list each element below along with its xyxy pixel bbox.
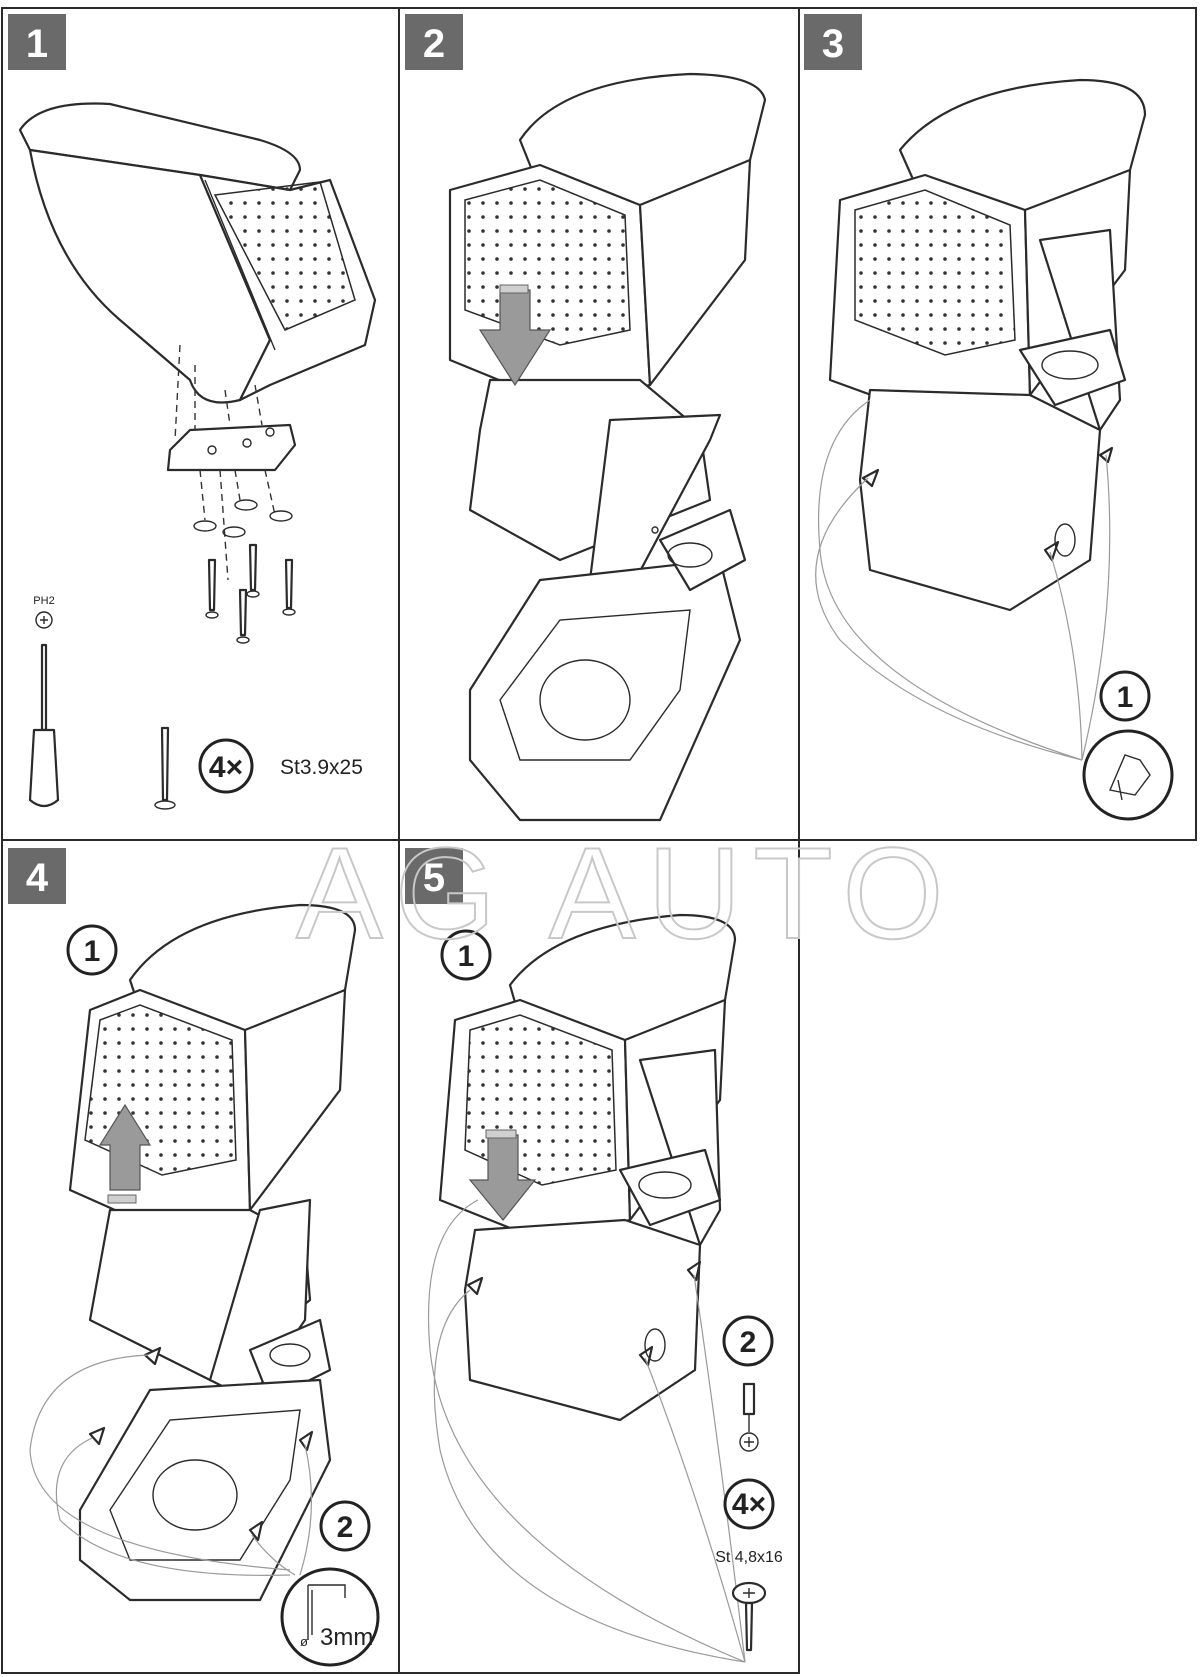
svg-text:2: 2 (423, 22, 445, 66)
svg-text:2: 2 (337, 1511, 354, 1544)
screw-spec-step-5: St 4,8x16 (715, 1549, 783, 1566)
screw-st4.8x16-illustration (731, 1581, 767, 1652)
hand-press-icon (1082, 729, 1174, 821)
step-badge-4: 4 (8, 848, 66, 904)
screw-st3.9x25-illustration (154, 726, 176, 810)
armrest-illustration-step-4 (29, 903, 357, 1602)
svg-text:1: 1 (26, 22, 48, 66)
screwdriver-icon-step-5 (739, 1382, 759, 1452)
svg-text:2: 2 (740, 1326, 757, 1359)
callout-1-step-3: 1 (1099, 670, 1151, 722)
svg-text:1: 1 (1117, 681, 1134, 714)
drill-hole-detail: ø 3mm (280, 1567, 380, 1667)
quantity-badge-step-5: 4× (723, 1478, 775, 1530)
drill-diameter-label: 3mm (320, 1624, 373, 1651)
step-badge-5: 5 (405, 848, 463, 904)
screwdriver-ph2-illustration: PH2 (28, 595, 60, 808)
armrest-illustration-step-1 (18, 102, 377, 644)
callout-1-step-4: 1 (66, 924, 118, 976)
panel-step-3 (798, 7, 1197, 841)
svg-text:4×: 4× (209, 751, 243, 784)
armrest-illustration-step-5 (427, 913, 746, 1663)
watermark-text: AG AUTO (296, 820, 956, 966)
callout-1-step-5: 1 (440, 929, 492, 981)
callout-2-step-4: 2 (319, 1500, 371, 1552)
svg-text:1: 1 (458, 940, 475, 973)
svg-text:4×: 4× (732, 1488, 766, 1521)
quantity-badge-step-1: 4× (198, 738, 254, 794)
panel-step-5 (398, 839, 800, 1674)
svg-text:1: 1 (84, 935, 101, 968)
svg-text:ø: ø (300, 1634, 308, 1649)
svg-text:5: 5 (423, 856, 445, 900)
step-badge-1: 1 (8, 14, 66, 70)
callout-2-step-5: 2 (722, 1315, 774, 1367)
svg-text:3: 3 (822, 22, 844, 66)
step-badge-2: 2 (405, 14, 463, 70)
screw-spec-step-1: St3.9x25 (280, 756, 363, 779)
armrest-illustration-step-2 (448, 72, 767, 822)
svg-text:4: 4 (26, 856, 49, 900)
armrest-illustration-step-3 (815, 78, 1147, 761)
step-badge-3: 3 (804, 14, 862, 70)
svg-text:PH2: PH2 (33, 595, 54, 607)
